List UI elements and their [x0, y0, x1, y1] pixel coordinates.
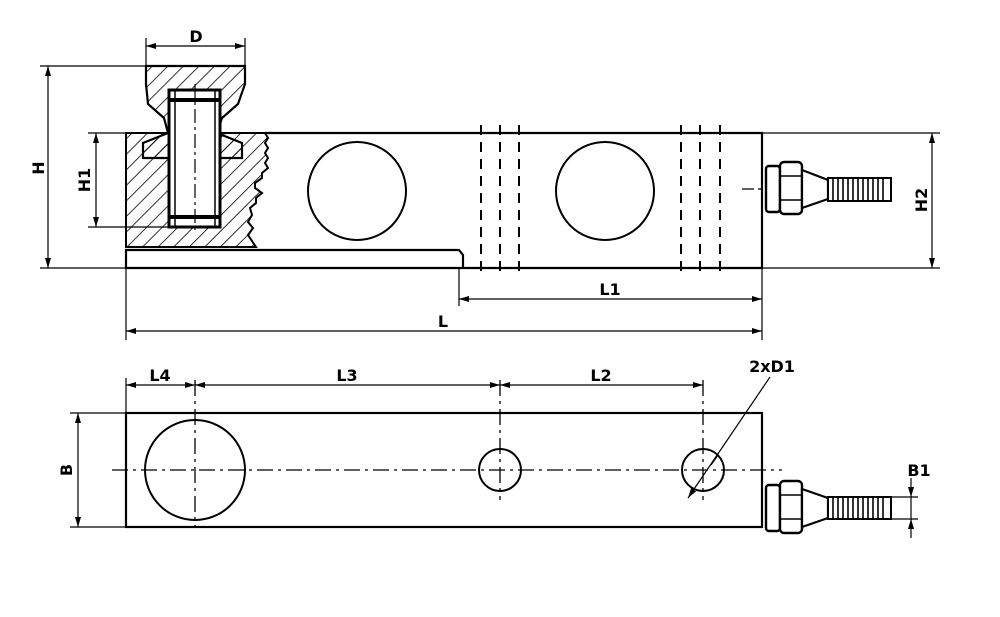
dim-B: B — [57, 412, 126, 528]
label-L2: L2 — [590, 366, 611, 385]
hidden-mount-holes — [480, 125, 721, 278]
label-L3: L3 — [336, 366, 357, 385]
label-L1: L1 — [599, 280, 620, 299]
label-H: H — [29, 161, 48, 174]
dim-H: H — [29, 65, 146, 269]
strain-hole-left — [307, 141, 407, 241]
label-D: D — [189, 27, 202, 46]
dim-H2: H2 — [762, 132, 940, 269]
strain-hole-right — [555, 141, 655, 241]
dim-B1: B1 — [891, 461, 931, 538]
dim-H1: H1 — [75, 132, 169, 228]
cable-gland-top — [764, 479, 892, 535]
dim-L1: L1 — [458, 268, 763, 340]
label-L4: L4 — [149, 366, 170, 385]
label-H1: H1 — [75, 168, 94, 193]
leader-D1: 2xD1 — [687, 357, 795, 499]
label-B: B — [57, 464, 76, 476]
dim-L4-L3-L2: L4 L3 L2 — [125, 366, 703, 413]
cable-gland-side — [742, 160, 892, 216]
top-view: L4 L3 L2 B B1 2xD1 — [57, 357, 931, 538]
label-H2: H2 — [912, 188, 931, 213]
dim-D: D — [145, 27, 246, 66]
label-L: L — [438, 312, 448, 331]
label-B1: B1 — [907, 461, 930, 480]
dim-L: L — [125, 268, 762, 340]
side-view: D H H1 H2 L1 — [29, 27, 940, 340]
label-2xD1: 2xD1 — [749, 357, 795, 376]
